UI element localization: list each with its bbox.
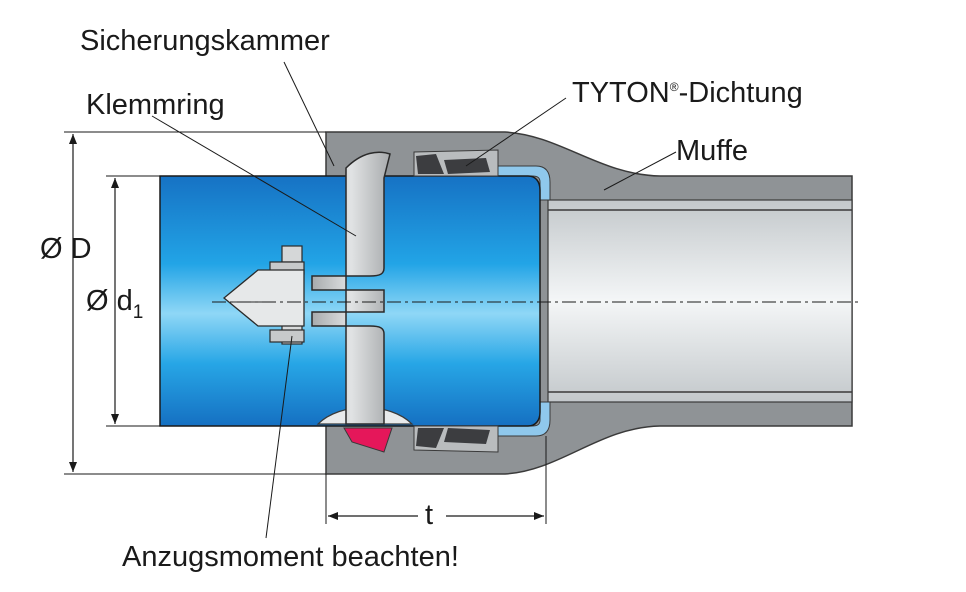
label-inner-diameter: Ø d1 bbox=[86, 285, 143, 323]
leader-sicherungskammer bbox=[283, 61, 335, 167]
leader-muffe bbox=[603, 151, 677, 191]
label-sicherungskammer: Sicherungskammer bbox=[80, 25, 330, 57]
tyton-seal-top bbox=[413, 149, 499, 177]
leader-anzugsmoment bbox=[265, 335, 293, 539]
leader-klemmring bbox=[151, 115, 357, 237]
clamp-bolt bbox=[222, 245, 305, 345]
label-tyton: TYTON®-Dichtung bbox=[572, 77, 803, 109]
dimension-outer-diameter bbox=[64, 131, 326, 475]
tyton-seal-bottom bbox=[413, 425, 499, 453]
leader-tyton bbox=[465, 97, 567, 167]
label-tyton-main: TYTON bbox=[572, 77, 670, 109]
socket-bore bbox=[547, 199, 853, 403]
label-tyton-rest: -Dichtung bbox=[679, 77, 803, 109]
label-outer-diameter: Ø D bbox=[40, 233, 92, 265]
dimension-socket-depth bbox=[325, 436, 547, 524]
label-inner-diameter-sub: 1 bbox=[133, 302, 144, 323]
label-anzugsmoment: Anzugsmoment beachten! bbox=[122, 541, 459, 573]
clamp-ring bbox=[311, 151, 391, 425]
dimension-inner-diameter bbox=[106, 175, 160, 427]
label-tyton-reg: ® bbox=[670, 80, 679, 94]
label-muffe: Muffe bbox=[676, 135, 748, 167]
label-klemmring: Klemmring bbox=[86, 89, 225, 121]
label-socket-depth: t bbox=[425, 499, 433, 531]
locking-wedge bbox=[343, 427, 393, 453]
label-inner-diameter-main: Ø d bbox=[86, 285, 133, 317]
